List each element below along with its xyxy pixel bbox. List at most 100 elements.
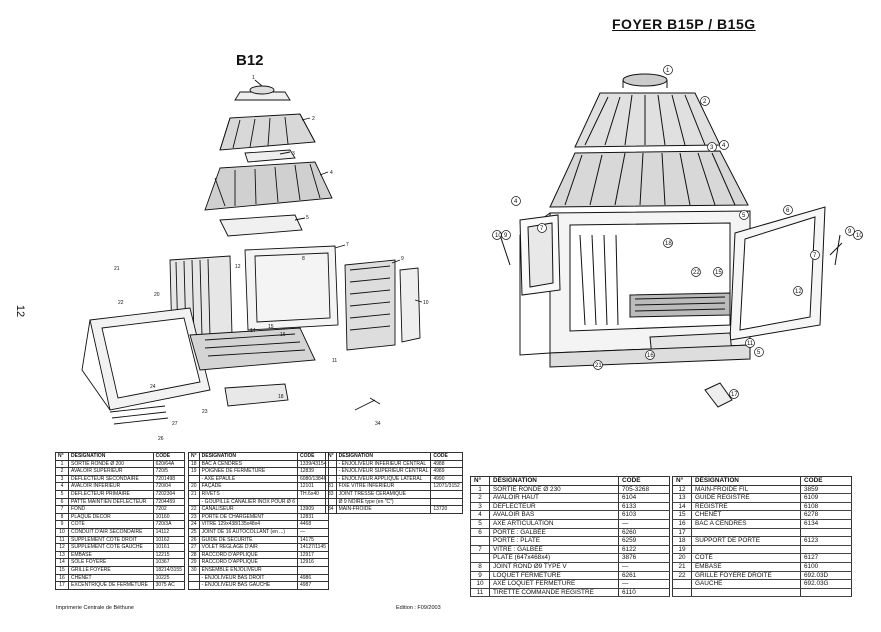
part-number-cell <box>672 588 692 598</box>
callout-label: 22 <box>118 300 124 306</box>
designation-cell: GUIDE REGISTRE <box>691 493 801 503</box>
designation-cell: JOINT ROND Ø9 TYPE V <box>489 562 619 572</box>
callout-label: 18 <box>665 241 672 247</box>
designation-cell: GRILLE FOYÈRE <box>68 565 154 575</box>
designation-cell: GUIDE DE SÉCURITÉ <box>198 535 298 545</box>
code-cell: 10225 <box>152 573 186 583</box>
designation-cell: GRILLE FOYERE DROITE <box>691 571 801 581</box>
designation-cell: CONDUIT D'AIR SECONDAIRE <box>68 527 154 537</box>
part-number-cell <box>188 581 200 590</box>
callout-label: 5 <box>742 213 746 219</box>
callout-label: 12 <box>795 289 802 295</box>
part-number-cell <box>470 536 490 546</box>
code-cell: 12916 <box>296 558 330 567</box>
part-number-cell: 13 <box>55 550 69 560</box>
b12-exploded-diagram: 1 2 3 4 5 7 8 9 10 11 12 14 15 16 18 20 … <box>81 75 429 442</box>
part-number-cell <box>188 497 200 507</box>
code-cell: 4468 <box>296 520 330 529</box>
section-title-b12: B12 <box>236 52 264 69</box>
code-cell <box>296 565 330 575</box>
designation-cell: DÉFLECTEUR SECONDAIRE <box>68 474 154 484</box>
designation-cell: PLAQUE DÉCOR <box>68 512 154 522</box>
part-number-cell <box>325 474 337 484</box>
code-cell: 6104 <box>618 493 670 503</box>
designation-cell: PATTE MAINTIEN DÉFLECTEUR <box>68 497 154 507</box>
part-number-cell: 2 <box>470 493 490 503</box>
part-number-cell: 18 <box>188 459 200 469</box>
part-number-cell: 16 <box>55 573 69 583</box>
callout-label: 4 <box>722 143 726 149</box>
designation-cell: COTÉ <box>68 520 154 529</box>
part-number-cell: 18 <box>672 536 692 546</box>
designation-cell: DEFLECTEUR <box>489 502 619 512</box>
part-number-cell: 21 <box>188 489 200 499</box>
code-cell: 10160 <box>152 512 186 522</box>
designation-cell: POIGNÉE DE FERMETURE <box>198 467 298 476</box>
part-number-cell <box>325 467 337 476</box>
part-number-cell: 20 <box>672 553 692 563</box>
designation-cell: LOQUET FERMETURE <box>489 571 619 581</box>
col-designation: DÉSIGNATION <box>335 452 432 461</box>
designation-cell: RACCORD D'APPLIQUE <box>198 558 298 567</box>
code-cell: 4990 <box>430 474 463 484</box>
designation-cell: REGISTRE <box>691 502 801 512</box>
designation-cell: SUPPLÉMENT CÔTÉ DROIT <box>68 535 154 545</box>
callout-label: 14 <box>250 328 256 334</box>
code-cell: 6134 <box>800 519 852 529</box>
code-cell: 3075 AC <box>152 581 186 590</box>
code-cell: — <box>618 562 670 572</box>
part-number-cell: 33 <box>325 489 337 499</box>
callout-label: 22 <box>693 270 700 276</box>
code-cell: 12917 <box>296 550 330 560</box>
code-cell: 4987 <box>296 581 330 590</box>
part-number-cell: 7 <box>470 545 490 555</box>
code-cell: 7204459 <box>152 497 186 507</box>
code-cell: 720/5 <box>152 467 186 476</box>
part-number-cell <box>188 573 200 583</box>
designation-cell: ENSEMBLE ENJOLIVEUR <box>198 565 298 575</box>
code-cell: 692.03D <box>800 571 852 581</box>
code-cell: 6123 <box>800 536 852 546</box>
code-cell: 720/04 <box>152 482 186 491</box>
part-number-cell: 6 <box>470 528 490 538</box>
side-page-number: 12 <box>14 304 27 318</box>
designation-cell: AVALOIR SUPÉRIEUR <box>68 467 154 476</box>
code-cell: 4988 <box>430 459 463 469</box>
code-cell: 720/3A <box>152 520 186 529</box>
designation-cell: RACCORD D'APPLIQUE <box>198 550 298 560</box>
part-number-cell: 29 <box>188 558 200 567</box>
designation-cell: - ENJOLIVEUR BAS DROIT <box>198 573 298 583</box>
part-number-cell: 2 <box>55 467 69 476</box>
table-header-row: N° DÉSIGNATION CODE <box>55 452 186 461</box>
code-cell: 10162 <box>152 535 186 545</box>
code-cell: 12215 <box>152 550 186 560</box>
callout-label: 8 <box>302 256 305 262</box>
code-cell: 6110 <box>618 588 670 598</box>
part-number-cell: 19 <box>188 467 200 476</box>
designation-cell: FIXE VITRE INFÉRIEUR <box>335 482 432 491</box>
callout-label: 21 <box>595 363 602 369</box>
col-num: N° <box>470 476 490 486</box>
